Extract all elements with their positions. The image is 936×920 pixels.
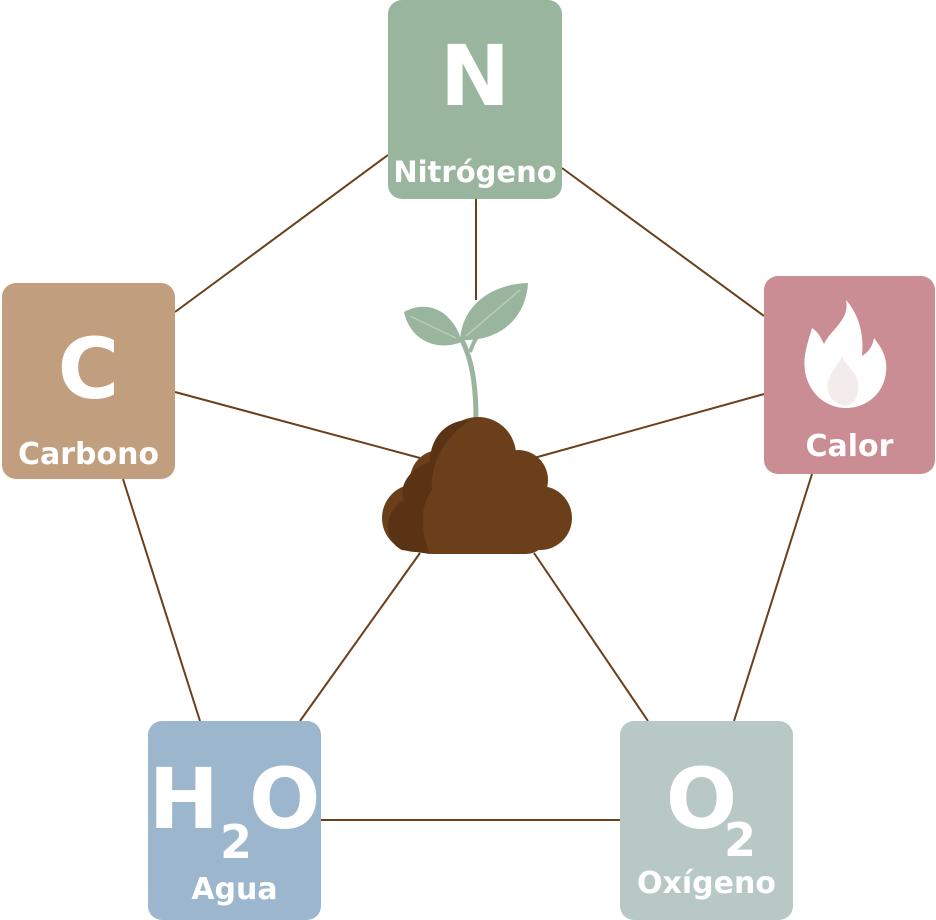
line-oxygen-center: [533, 552, 649, 722]
water-symbol-h: H: [148, 750, 219, 848]
line-water-center: [299, 552, 421, 722]
line-water-carbon: [122, 478, 201, 722]
oxygen-card: O 2 Oxígeno: [620, 721, 793, 920]
line-nitrogen-heat: [561, 167, 765, 317]
water-subscript: 2: [220, 815, 253, 869]
oxygen-subscript: 2: [724, 813, 757, 867]
heat-label: Calor: [805, 429, 894, 464]
carbon-label: Carbono: [17, 437, 160, 472]
carbon-symbol: C: [57, 320, 120, 418]
heat-card: Calor: [764, 276, 935, 474]
line-carbon-nitrogen: [174, 154, 389, 313]
line-heat-center: [533, 393, 765, 459]
nitrogen-label: Nitrógeno: [393, 155, 557, 189]
left-leaf: [404, 306, 462, 346]
nitrogen-symbol: N: [439, 27, 511, 125]
carbon-card: C Carbono: [2, 283, 175, 479]
water-symbol-o: O: [248, 750, 321, 848]
line-carbon-center: [174, 391, 421, 459]
connector-lines: [122, 154, 813, 821]
nitrogen-card: N Nitrógeno: [388, 0, 562, 199]
line-heat-oxygen: [733, 473, 813, 722]
sprout-in-soil-icon: [382, 283, 572, 554]
water-label: Agua: [191, 872, 278, 907]
oxygen-symbol: O: [665, 750, 738, 848]
flame-icon: [804, 300, 887, 408]
soil-mound: [382, 417, 572, 554]
oxygen-label: Oxígeno: [637, 866, 776, 901]
